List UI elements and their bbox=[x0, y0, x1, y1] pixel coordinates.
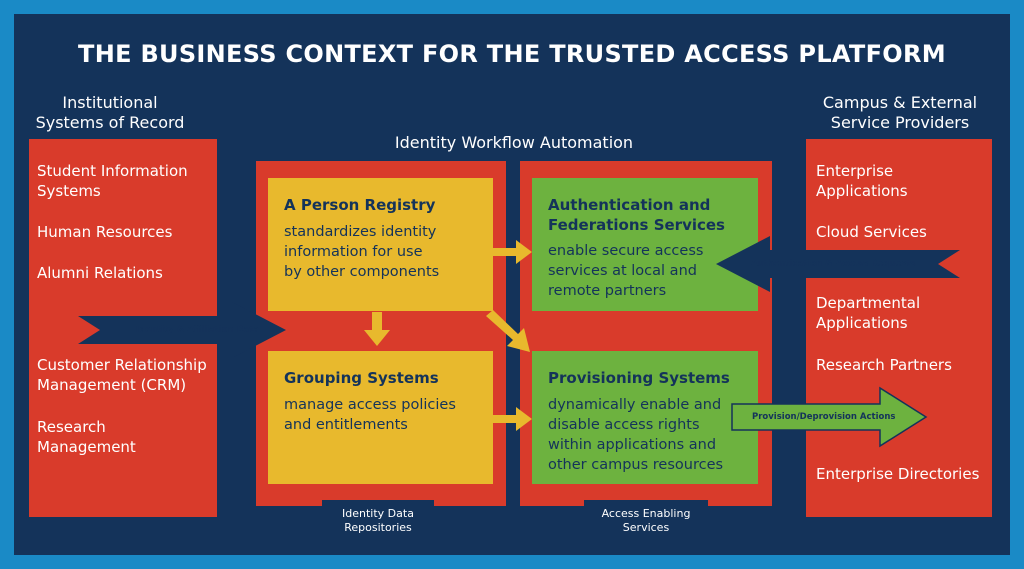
identity-data-repositories-tab: Identity Data Repositories bbox=[322, 500, 434, 540]
registry-to-provisioning-arrow bbox=[486, 310, 530, 352]
page-title: THE BUSINESS CONTEXT FOR THE TRUSTED ACC… bbox=[78, 40, 946, 68]
auth-federation-box: Authentication and Federations Services … bbox=[532, 178, 758, 311]
workflow-automation-heading: Identity Workflow Automation bbox=[394, 133, 634, 152]
list-item-alumni-relations: Alumni Relations bbox=[37, 264, 163, 282]
grouping-systems-description: manage access policies and entitlements bbox=[284, 397, 456, 433]
grouping-systems-title: Grouping Systems bbox=[284, 369, 439, 387]
list-item-enterprise-directories: Enterprise Directories bbox=[816, 465, 980, 483]
identity-affiliation-label: Identity & Affiliation Data bbox=[136, 325, 260, 335]
auth-requests-arrow bbox=[716, 236, 960, 292]
provision-actions-label: Provision/Deprovision Actions bbox=[752, 412, 896, 422]
person-registry-description: standardizes identity information for us… bbox=[284, 224, 440, 280]
service-providers-column bbox=[806, 139, 992, 517]
list-item-research-management: Research Management bbox=[37, 418, 136, 456]
provisioning-systems-title: Provisioning Systems bbox=[548, 369, 730, 387]
registry-to-grouping-arrow bbox=[364, 312, 390, 346]
person-registry-box: A Person Registry standardizes identity … bbox=[268, 178, 493, 311]
list-item-human-resources: Human Resources bbox=[37, 223, 173, 241]
left-column-heading: Institutional Systems of Record bbox=[20, 93, 200, 133]
provisioning-systems-box: Provisioning Systems dynamically enable … bbox=[532, 351, 758, 484]
provision-actions-arrow bbox=[731, 386, 928, 448]
right-heading-line2: Service Providers bbox=[830, 113, 970, 132]
left-heading-line2: Systems of Record bbox=[35, 113, 185, 132]
identity-affiliation-arrow bbox=[78, 302, 286, 358]
grouping-systems-box: Grouping Systems manage access policies … bbox=[268, 351, 493, 484]
list-item-research-partners: Research Partners bbox=[816, 356, 952, 374]
auth-federation-title: Authentication and Federations Services bbox=[548, 196, 725, 234]
right-heading-line1: Campus & External bbox=[822, 93, 978, 112]
grouping-to-provisioning-arrow bbox=[493, 407, 532, 431]
access-enabling-services-tab: Access Enabling Services bbox=[584, 500, 708, 540]
list-item-departmental-applications: Departmental Applications bbox=[816, 294, 921, 332]
right-column-heading: Campus & External Service Providers bbox=[800, 93, 1000, 133]
person-registry-title: A Person Registry bbox=[284, 196, 436, 214]
auth-federation-description: enable secure access services at local a… bbox=[548, 243, 704, 299]
left-heading-line1: Institutional bbox=[62, 93, 158, 112]
list-item-cloud-services: Cloud Services bbox=[816, 223, 927, 241]
workflow-connectors bbox=[364, 240, 532, 431]
auth-requests-label: Authentication & Access Requests bbox=[751, 259, 916, 269]
registry-to-auth-arrow bbox=[493, 240, 532, 264]
list-item-crm: Customer Relationship Management (CRM) bbox=[37, 356, 207, 394]
list-item-enterprise-applications: Enterprise Applications bbox=[816, 162, 908, 200]
list-item-student-information: Student Information Systems bbox=[37, 162, 188, 200]
provisioning-systems-description: dynamically enable and disable access ri… bbox=[548, 397, 724, 473]
